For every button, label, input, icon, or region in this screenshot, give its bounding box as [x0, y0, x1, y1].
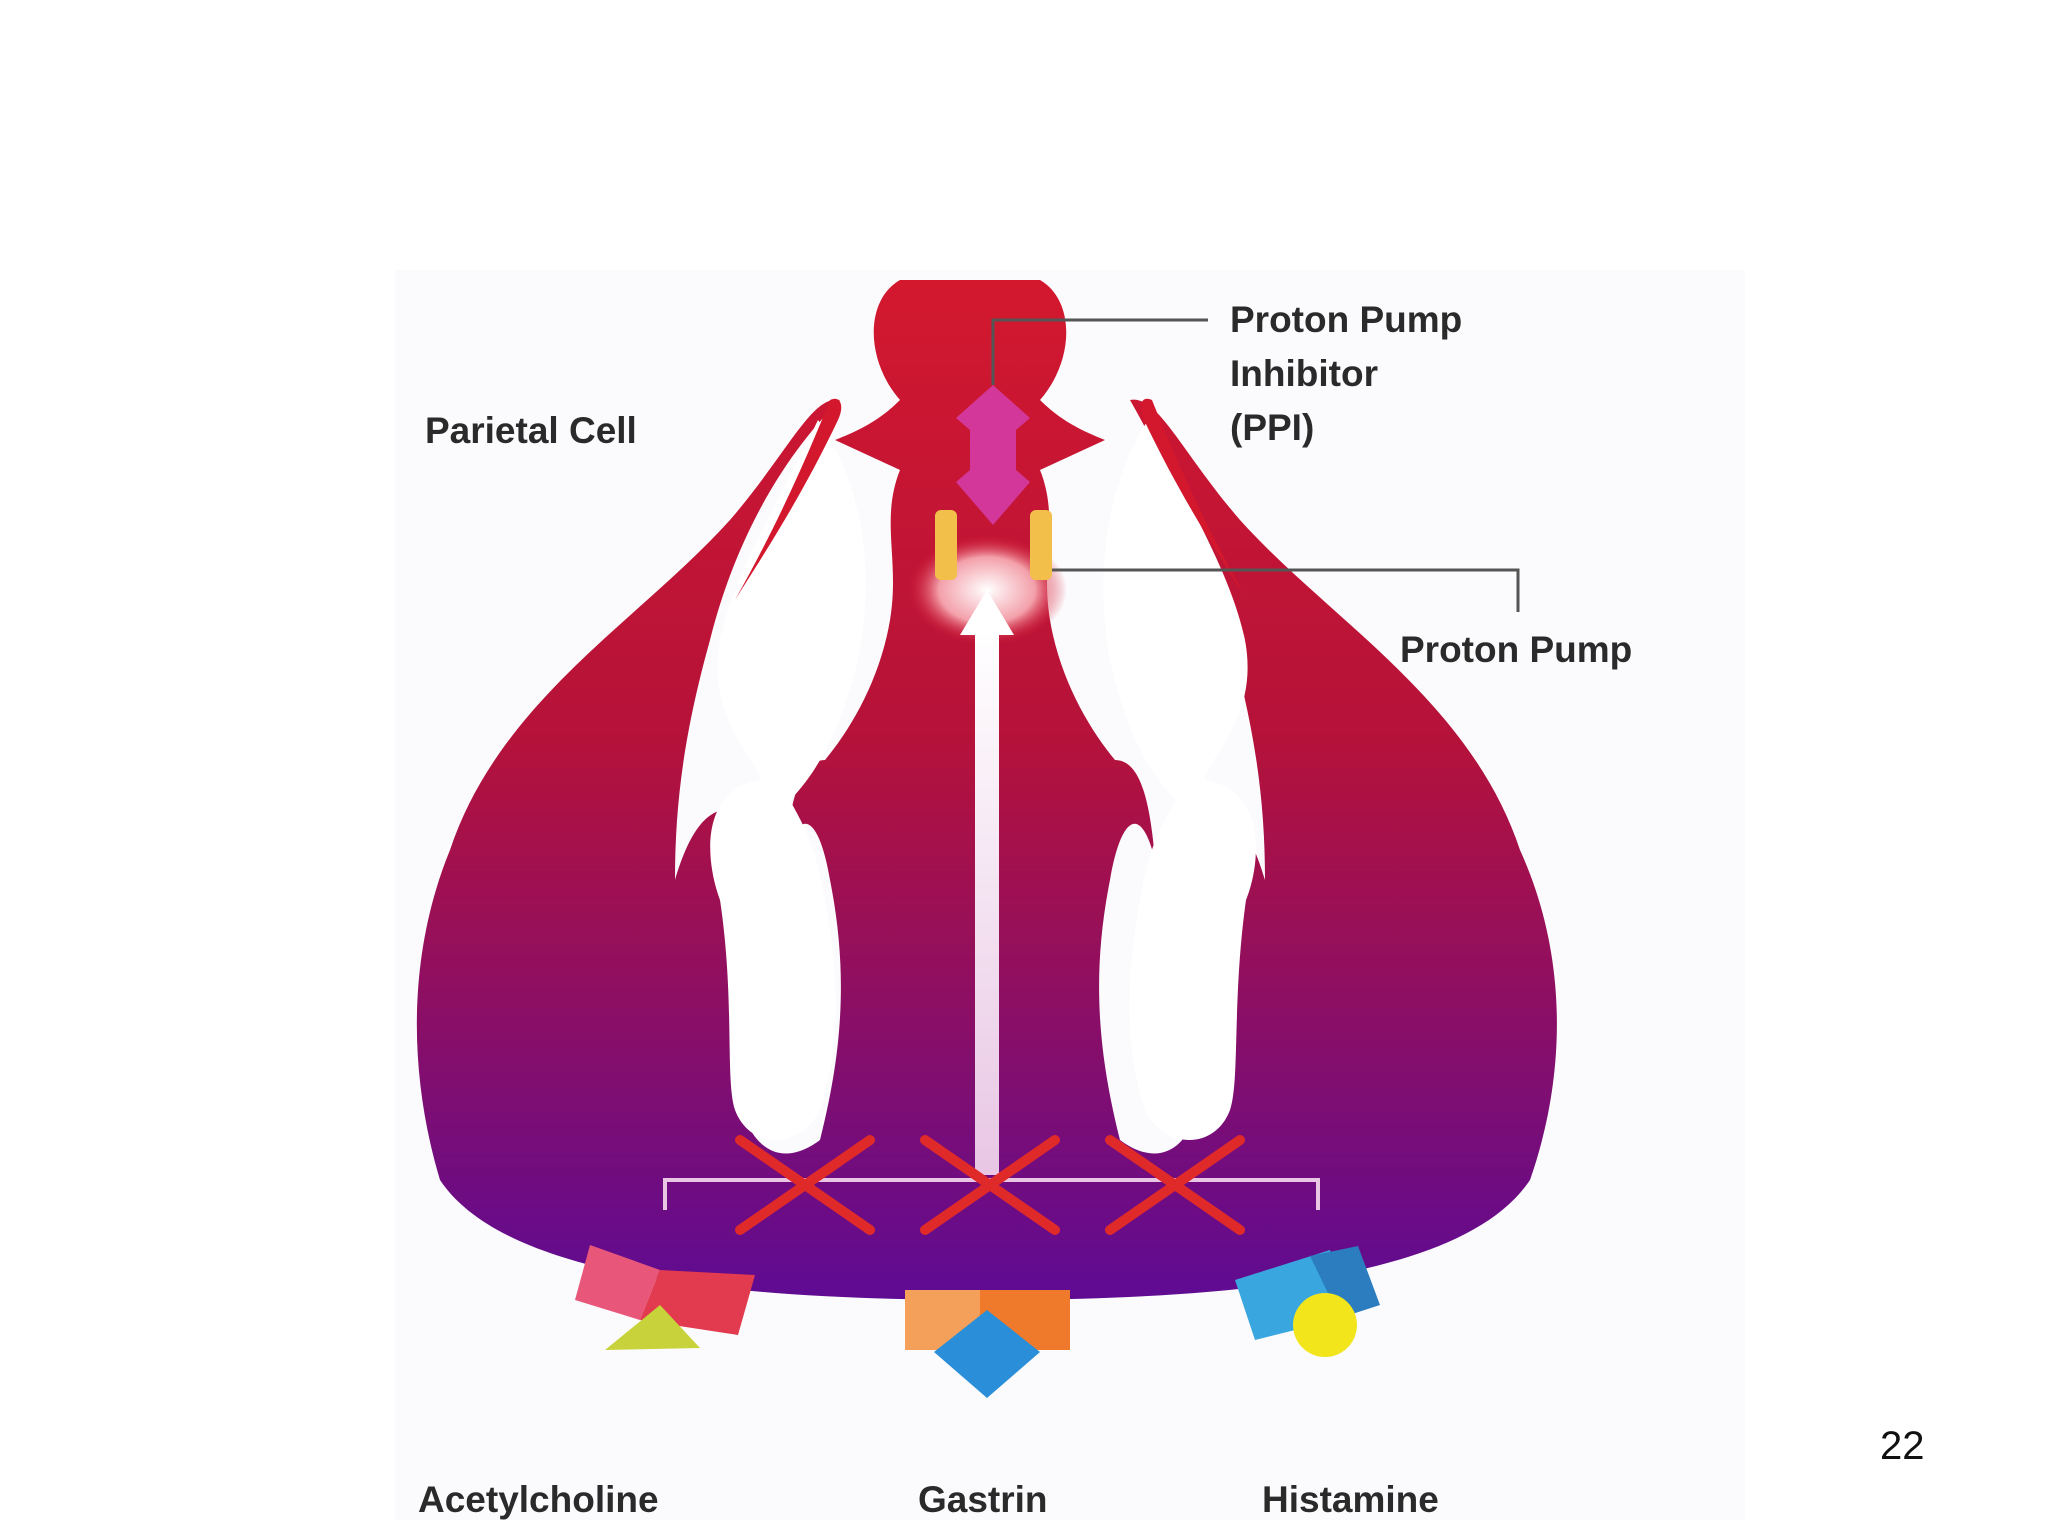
label-ppi-line3: (PPI): [1230, 407, 1314, 448]
label-gastrin: Gastrin: [918, 1479, 1048, 1520]
proton-pump-channel-left: [935, 510, 957, 580]
gastrin-ligand-icon: [934, 1310, 1040, 1398]
right-canaliculus: [1103, 420, 1256, 1140]
acetylcholine-ligand-icon: [605, 1305, 700, 1350]
left-horn: [735, 398, 842, 600]
acetylcholine-receptor: [575, 1245, 755, 1350]
proton-pump-leader-line: [1052, 568, 1520, 612]
label-proton-pump: Proton Pump: [1400, 629, 1632, 670]
gastrin-receptor: [905, 1290, 1070, 1398]
secretion-arrow-shaft: [975, 630, 999, 1175]
block-mark-gastrin: [920, 1135, 1060, 1235]
block-mark-acetylcholine: [735, 1135, 875, 1235]
left-canaliculus: [710, 420, 866, 1140]
proton-pump-channel-right: [1030, 510, 1052, 580]
label-parietal-cell: Parietal Cell: [425, 410, 637, 451]
label-acetylcholine: Acetylcholine: [418, 1479, 659, 1520]
histamine-ligand-icon: [1293, 1293, 1357, 1357]
label-ppi-line1: Proton Pump: [1230, 299, 1462, 340]
secretion-arrow-head: [960, 590, 1014, 635]
ppi-drug-icon: [956, 385, 1030, 525]
block-mark-histamine: [1105, 1135, 1245, 1235]
label-histamine: Histamine: [1262, 1479, 1439, 1520]
ppi-leader-line: [991, 318, 1208, 385]
label-ppi-line2: Inhibitor: [1230, 353, 1378, 394]
right-horn: [1140, 398, 1247, 600]
page-number: 22: [1880, 1424, 1925, 1468]
histamine-receptor: [1235, 1246, 1380, 1357]
